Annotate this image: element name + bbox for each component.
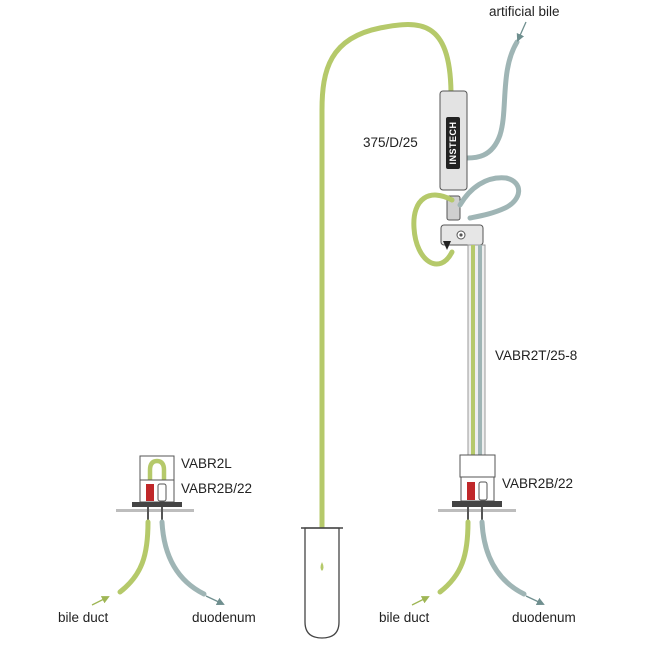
left-duodenum-tube: [159, 519, 207, 597]
right-clear-port: [478, 481, 488, 501]
left-button-base: [132, 502, 182, 507]
tether-tube: [467, 244, 486, 466]
label-duodenum-right: duodenum: [512, 610, 576, 625]
left-button-body: [139, 479, 175, 503]
pump-label-strip: [446, 117, 460, 169]
bile-droplet: [320, 562, 324, 571]
bile-collection-tubing: [319, 22, 454, 558]
right-bile-arrow: [411, 596, 430, 606]
left-bile-arrow: [91, 596, 110, 606]
label-left-button-bottom: VABR2B/22: [181, 481, 252, 496]
left-bile-loop: [147, 458, 167, 488]
label-pump-model: 375/D/25: [363, 135, 418, 150]
left-clear-port: [157, 483, 167, 502]
left-skin-platform: [116, 509, 194, 512]
right-button-body: [460, 476, 495, 502]
pump-brand-text: INSTECH: [448, 121, 458, 164]
right-skin-platform: [438, 509, 516, 512]
saline-loop: [457, 175, 522, 221]
clamp-nub: [443, 241, 451, 250]
right-bile-duct-tube: [437, 519, 471, 595]
label-bile-duct-left: bile duct: [58, 610, 109, 625]
right-red-port: [467, 482, 475, 500]
label-tether-model: VABR2T/25-8: [495, 348, 577, 363]
artificial-bile-arrow: [516, 21, 527, 42]
label-duodenum-left: duodenum: [192, 610, 256, 625]
left-duodenum-arrow: [205, 595, 225, 606]
swivel-connector: [446, 195, 461, 221]
bile-loop: [411, 192, 455, 267]
collection-test-tube: [304, 527, 340, 639]
artificial-bile-supply-line: [464, 39, 520, 161]
right-button-cap: [459, 454, 496, 478]
label-bile-duct-right: bile duct: [379, 610, 430, 625]
label-artificial-bile: artificial bile: [489, 4, 560, 19]
left-red-port: [146, 484, 154, 501]
right-duodenum-arrow: [525, 595, 545, 606]
left-bile-duct-tube: [117, 519, 151, 595]
clamp-screw-center: [459, 233, 463, 237]
label-right-button: VABR2B/22: [502, 476, 573, 491]
right-button-base: [452, 501, 502, 507]
label-left-button-top: VABR2L: [181, 456, 232, 471]
right-duodenum-tube: [479, 519, 527, 597]
